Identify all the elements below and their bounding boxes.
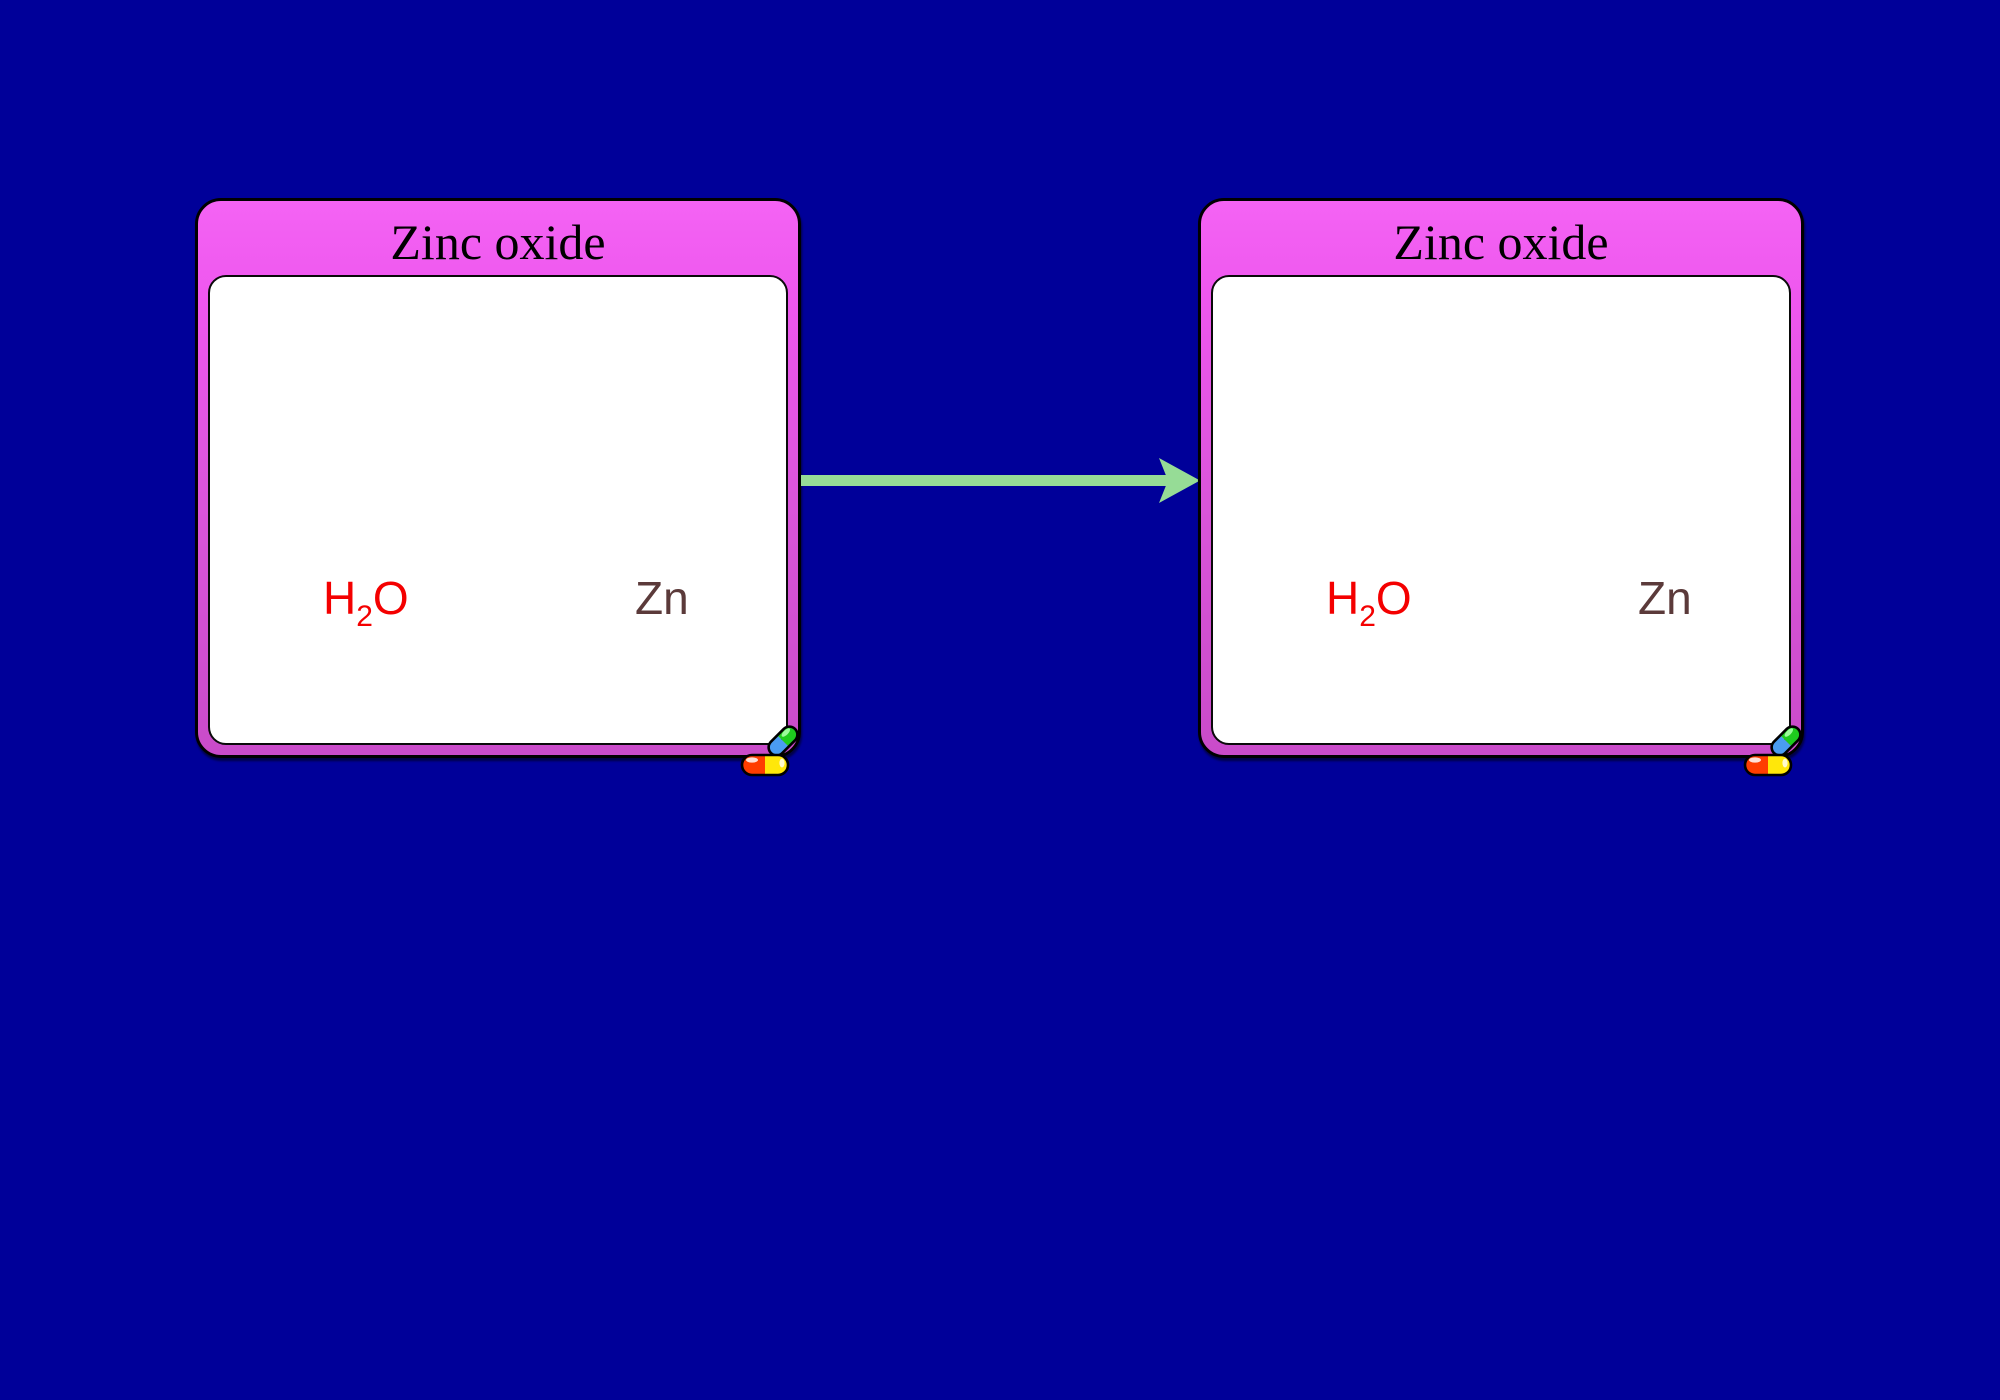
window-title: Zinc oxide [1393,214,1609,270]
water-suffix: O [372,572,409,624]
window-title-bar[interactable]: Zinc oxide [198,201,798,279]
window-title-bar[interactable]: Zinc oxide [1201,201,1801,279]
pills-icon[interactable] [740,723,805,777]
substance-area: H2O Zn [208,275,788,745]
water-suffix: O [1375,572,1412,624]
substance-window-left[interactable]: Zinc oxide H2O Zn [195,198,801,777]
species-water-label: H2O [323,569,409,632]
pills-icon[interactable] [1743,723,1808,777]
substance-window-right[interactable]: Zinc oxide H2O Zn [1198,198,1804,777]
reaction-arrow [801,458,1200,503]
water-subscript: 2 [1359,600,1376,633]
species-zinc-label: Zn [1638,572,1692,624]
water-prefix: H [1326,572,1360,624]
substance-area: H2O Zn [1211,275,1791,745]
species-zinc-label: Zn [635,572,689,624]
species-water-label: H2O [1326,569,1412,632]
water-subscript: 2 [356,600,373,633]
window-title: Zinc oxide [390,214,606,270]
water-prefix: H [323,572,357,624]
